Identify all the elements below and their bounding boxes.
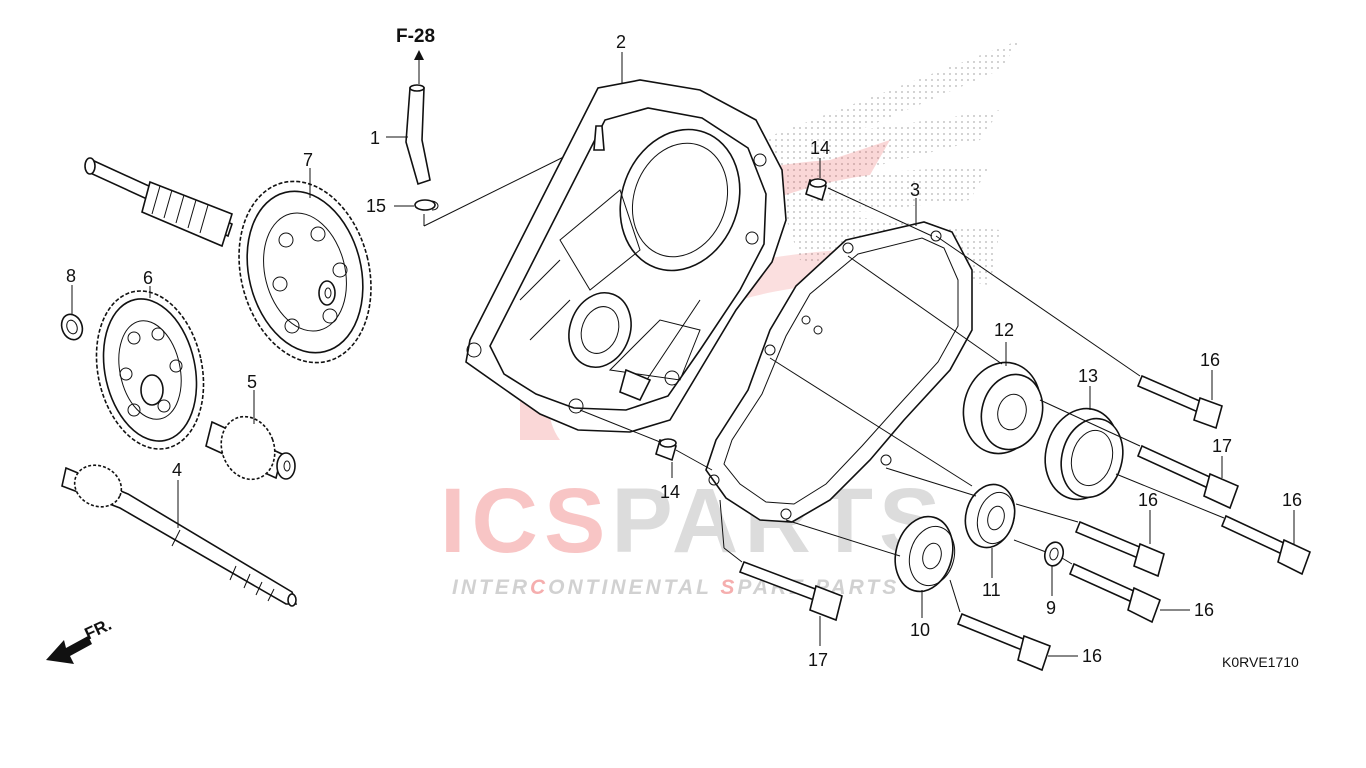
part-16-bolt-e: [956, 612, 1052, 672]
callout-10: 10: [910, 620, 930, 640]
part-15-tube-clip: [414, 199, 439, 211]
part-5-pinion-gear: [205, 415, 296, 481]
part-14-dowel-pin-upper: [805, 178, 827, 202]
part-14-dowel-pin-lower: [655, 438, 677, 462]
callouts: 1 2 3 4 5 6 7 8 9 10 11 12 13 14 14 15 1…: [66, 32, 1302, 670]
diagram-code: K0RVE1710: [1222, 654, 1299, 670]
part-16-bolt-d: [1068, 562, 1162, 624]
part-16-bolt-a: [1136, 374, 1223, 430]
watermark-brand: ICSPARTS: [440, 470, 946, 572]
assembly-lines: [579, 187, 1225, 613]
callout-14-upper: 14: [810, 138, 830, 158]
callout-9: 9: [1046, 598, 1056, 618]
callout-16-a: 16: [1200, 350, 1220, 370]
callout-leaders: [71, 52, 1295, 657]
part-7-final-gear-shaft: [84, 157, 372, 364]
callout-12: 12: [994, 320, 1014, 340]
callout-17-b: 17: [808, 650, 828, 670]
callout-3: 3: [910, 180, 920, 200]
part-9-washer: [1043, 541, 1065, 567]
watermark-brand-part1: ICS: [440, 470, 611, 572]
part-13-oil-seal: [1044, 407, 1124, 501]
callout-17-a: 17: [1212, 436, 1232, 456]
part-8-washer: [60, 313, 84, 341]
part-10-bearing: [894, 515, 956, 593]
front-direction-arrow: FR.: [46, 615, 115, 664]
callout-6: 6: [143, 268, 153, 288]
callout-8: 8: [66, 266, 76, 286]
callout-11: 11: [982, 580, 1001, 600]
callout-16-d: 16: [1194, 600, 1214, 620]
part-16-bolt-b: [1074, 520, 1165, 578]
reference-label: F-28: [396, 26, 435, 47]
callout-1: 1: [370, 128, 380, 148]
watermark-wing-dotted: [760, 40, 1020, 285]
part-17-bolt-b: [738, 560, 843, 622]
part-6-counter-gear: [95, 290, 205, 450]
callout-14-lower: 14: [660, 482, 680, 502]
part-3-gasket: [705, 221, 973, 523]
callout-5: 5: [247, 372, 257, 392]
part-1-breather-tube: [405, 50, 431, 186]
callout-15: 15: [366, 196, 386, 216]
callout-7: 7: [303, 150, 313, 170]
callout-2: 2: [616, 32, 626, 52]
part-17-bolt-a: [1136, 444, 1240, 510]
callout-13: 13: [1078, 366, 1098, 386]
callout-4: 4: [172, 460, 182, 480]
part-2-transmission-cover: [465, 79, 787, 433]
callout-16-e: 16: [1082, 646, 1102, 666]
part-12-bearing: [962, 361, 1044, 455]
callout-16-b: 16: [1138, 490, 1158, 510]
watermark-tagline: INTERCONTINENTAL SPARE PARTS: [452, 576, 899, 599]
part-4-drive-shaft: [61, 464, 298, 607]
part-16-bolt-c: [1220, 514, 1312, 576]
part-11-bearing: [964, 483, 1016, 549]
callout-16-c: 16: [1282, 490, 1302, 510]
